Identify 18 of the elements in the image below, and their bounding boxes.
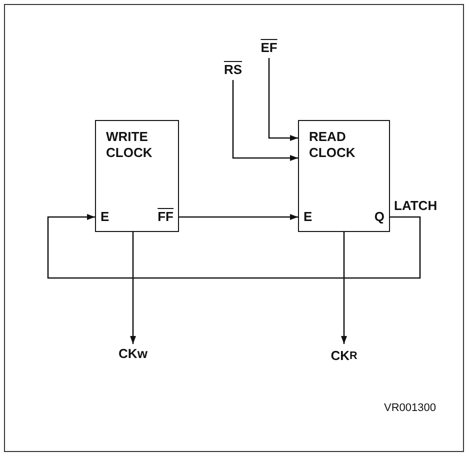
arrow [232,80,298,161]
arrow [179,214,298,220]
block-box [298,120,390,232]
arrow [341,232,347,344]
pin-label: Q [368,206,390,226]
arrow [130,232,136,344]
signal-label: EF [254,38,284,58]
pin-label: E [94,206,116,226]
figure-code: VR001300 [384,402,436,414]
output-label: CKw [113,344,153,364]
pin-label: E [298,206,320,226]
arrow [268,58,298,141]
signal-label: RS [218,60,248,80]
block-title: READ CLOCK [309,129,356,161]
block-box [95,120,179,232]
block-title: WRITE CLOCK [106,129,154,161]
arrow [47,214,421,279]
pin-label: FF [146,206,178,226]
